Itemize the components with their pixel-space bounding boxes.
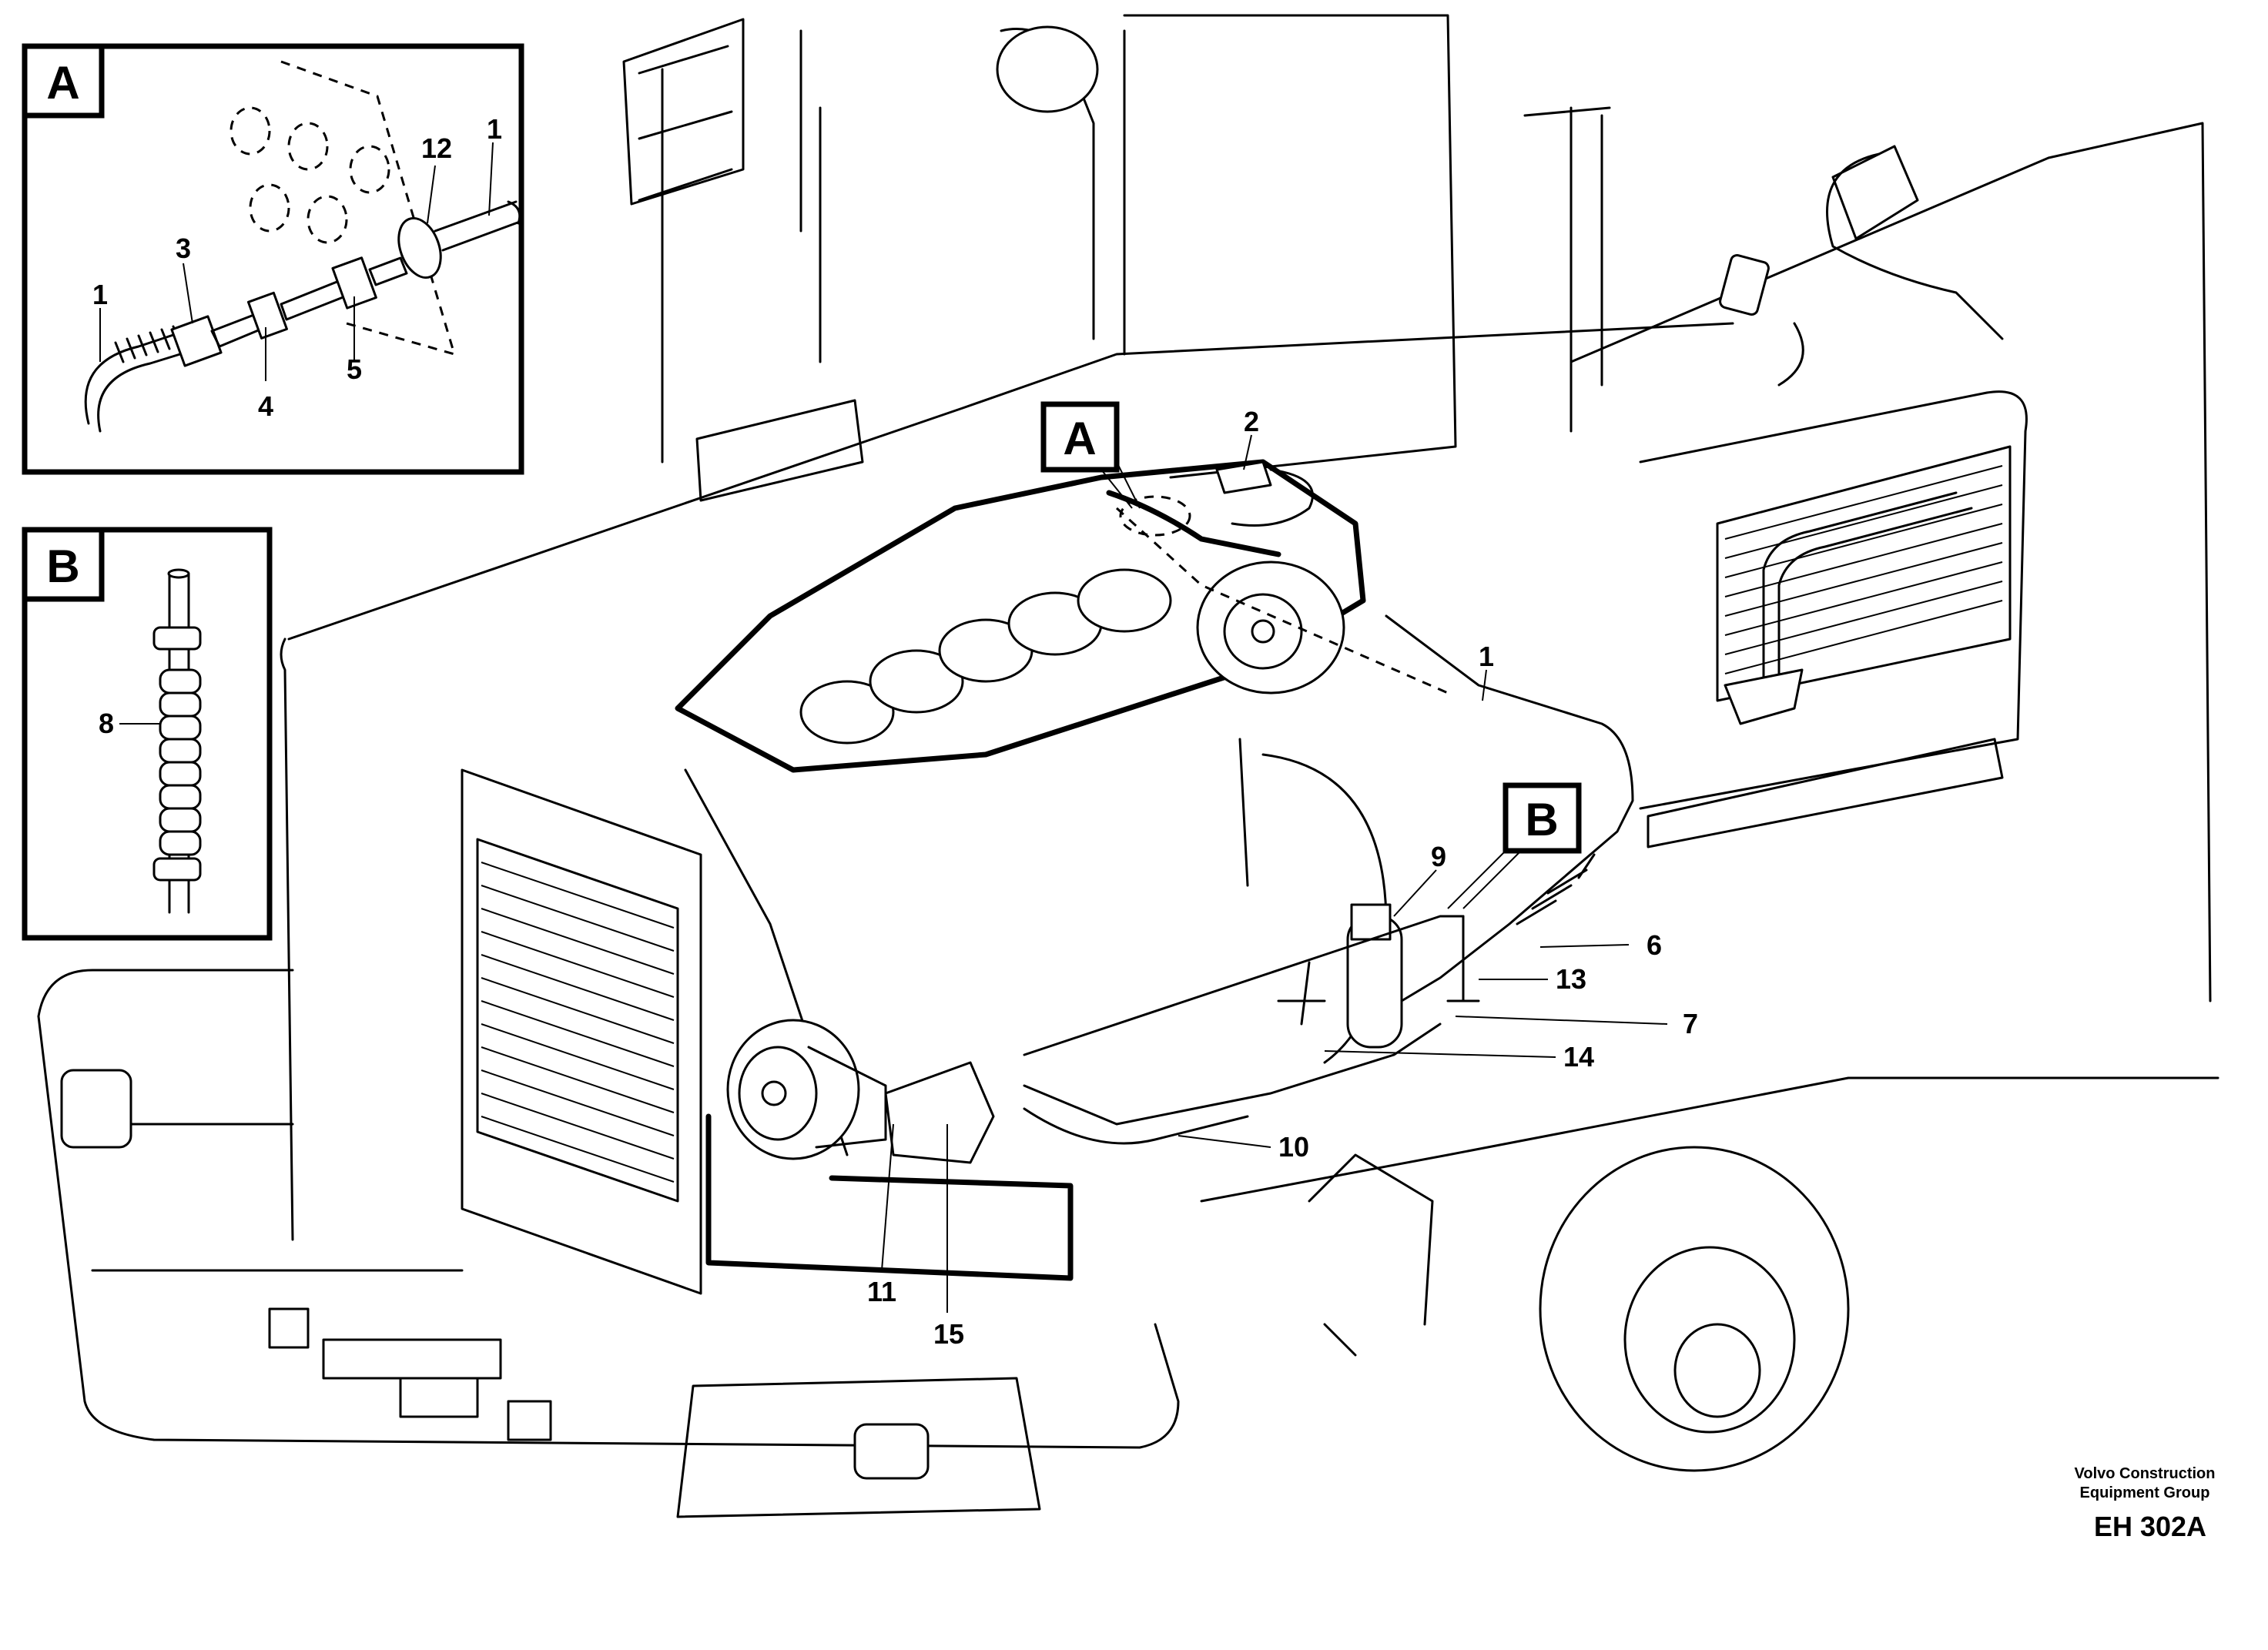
evaporator-unit	[1639, 390, 2028, 848]
callout-15: 15	[933, 1318, 964, 1350]
callout-14: 14	[1563, 1041, 1594, 1073]
condenser-radiator	[461, 768, 702, 1295]
callout-1: 1	[1479, 641, 1494, 672]
main-callouts: 2 1 9 6 13 7 14 10 11 15	[867, 406, 1698, 1350]
callout-a-4: 4	[258, 390, 273, 422]
detail-a-label: A	[46, 57, 79, 109]
callout-a-3: 3	[176, 233, 191, 264]
marker-a-label: A	[1063, 413, 1096, 464]
callout-a-1-left: 1	[92, 279, 108, 310]
marker-b: B	[1447, 782, 1582, 909]
engine-block	[675, 459, 1366, 1281]
control-panel-unit	[1719, 145, 2004, 387]
callout-7: 7	[1683, 1008, 1698, 1039]
detail-b-panel: B 8	[22, 527, 273, 941]
detail-b-label: B	[46, 541, 79, 592]
footer-code: EH 302A	[2094, 1511, 2206, 1542]
machine-body	[37, 14, 2219, 1518]
marker-b-label: B	[1525, 794, 1558, 845]
callout-2: 2	[1244, 406, 1259, 437]
callout-a-12: 12	[421, 132, 452, 164]
footer-line-1: Volvo Construction	[2075, 1465, 2216, 1482]
callout-b-8: 8	[99, 708, 114, 739]
refrigerant-hoses	[1023, 490, 1634, 1145]
blower-fan	[1196, 561, 1345, 694]
callout-a-1-top: 1	[487, 113, 502, 145]
callout-a-5: 5	[347, 353, 362, 385]
receiver-drier	[1346, 903, 1403, 1049]
callout-9: 9	[1431, 841, 1446, 872]
callout-13: 13	[1556, 963, 1586, 995]
callout-6: 6	[1647, 929, 1662, 961]
ac-compressor	[726, 1019, 995, 1164]
axle-hub	[1200, 1076, 2219, 1472]
detail-a-panel: A 12 1 3 1 4 5	[22, 43, 524, 475]
publisher-footer: Volvo Construction Equipment Group EH 30…	[2075, 1465, 2216, 1542]
callout-11: 11	[867, 1276, 896, 1307]
callout-10: 10	[1278, 1131, 1309, 1163]
footer-line-2: Equipment Group	[2080, 1484, 2210, 1501]
marker-a: A	[1040, 401, 1141, 509]
coil-wrap	[159, 668, 202, 856]
